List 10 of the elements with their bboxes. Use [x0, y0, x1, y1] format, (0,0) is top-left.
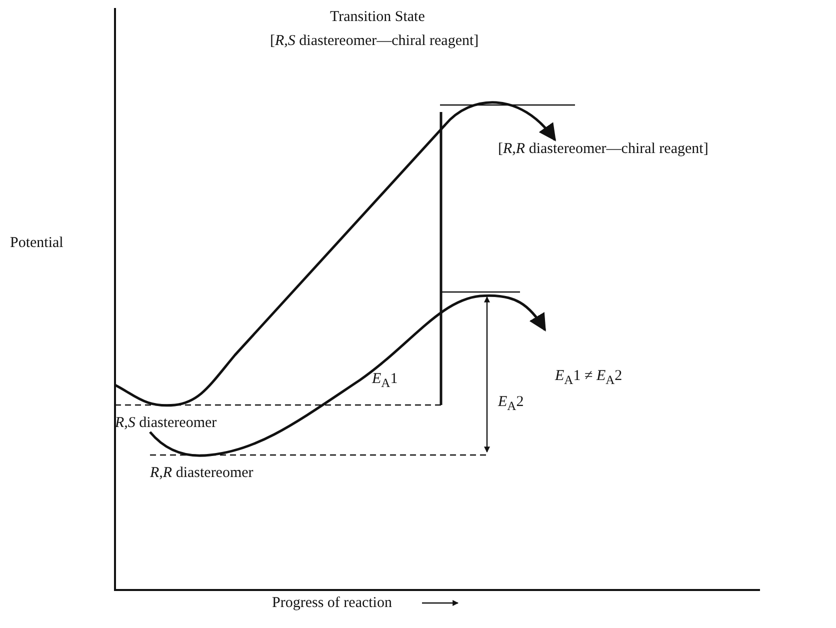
title-text: Transition State: [330, 8, 425, 26]
axis-label: Progress of reaction: [272, 594, 392, 612]
product-label: [R,R diastereomer—chiral reagent]: [498, 140, 708, 158]
reactant-label: R,S diastereomer: [115, 414, 217, 432]
energy-label: E$_{A}$1: [372, 370, 398, 391]
transition-state-label: [R,S diastereomer—chiral reagent]: [270, 32, 479, 50]
energy-label: E$_{A}$1 ≠ E$_{A}$2: [555, 367, 622, 388]
energy-label: E$_{A}$2: [498, 393, 524, 414]
reactant-label: R,R diastereomer: [150, 464, 254, 482]
axis-label: Potential: [10, 234, 64, 252]
